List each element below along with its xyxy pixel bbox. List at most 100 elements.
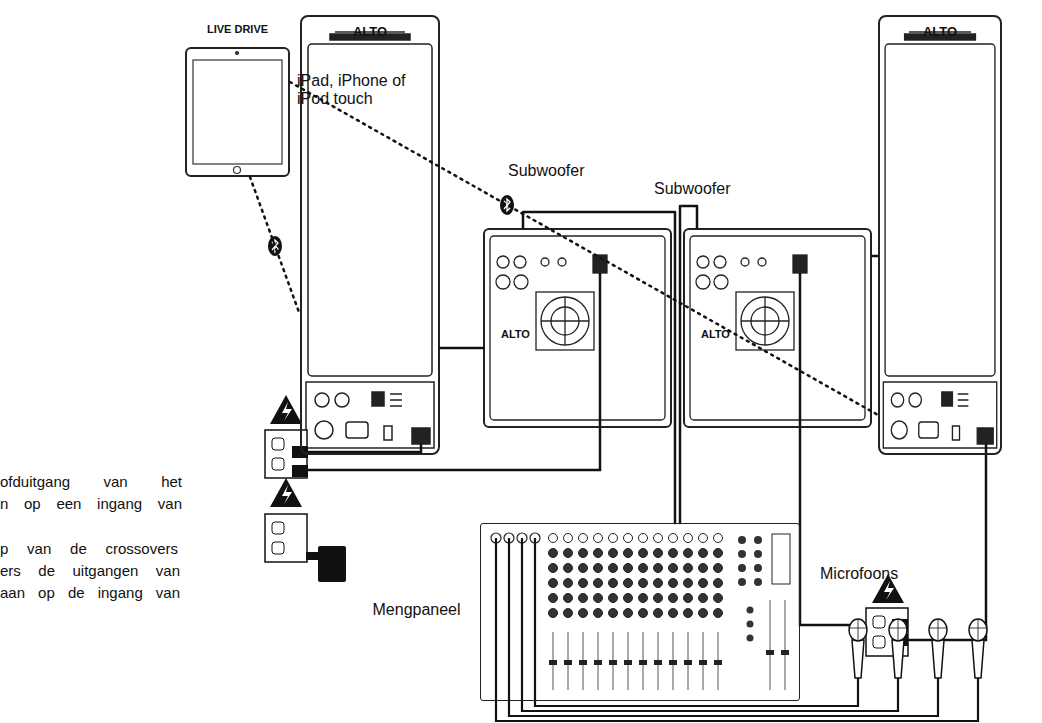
channel-knob — [669, 534, 678, 543]
bluetooth-symbol — [268, 236, 282, 256]
channel-knob — [579, 579, 588, 588]
channel-knob — [609, 594, 618, 603]
channel-knob — [624, 579, 633, 588]
led — [390, 399, 402, 401]
fader-cap — [654, 660, 662, 665]
channel-knob — [564, 534, 573, 543]
fan-grille — [536, 292, 594, 350]
fader-cap — [669, 660, 677, 665]
node-label: Mengpaneel — [373, 601, 461, 619]
logo-mark — [942, 392, 953, 406]
fader-cap — [549, 660, 557, 665]
speaker-grille — [885, 44, 995, 376]
mic-head — [849, 619, 867, 641]
fader-cap — [699, 660, 707, 665]
tablet-device: LIVE DRIVE — [185, 47, 290, 177]
socket — [873, 636, 885, 648]
channel-knob — [699, 609, 708, 618]
fan-ring — [741, 297, 789, 345]
mic-handle — [972, 640, 984, 678]
socket — [272, 438, 284, 450]
channel-knob — [699, 594, 708, 603]
channel-knob — [564, 579, 573, 588]
channel-knob — [549, 609, 558, 618]
channel-knob — [639, 579, 648, 588]
led — [958, 399, 969, 401]
channel-knob — [714, 564, 723, 573]
channel-knob — [624, 594, 633, 603]
knob — [514, 256, 526, 268]
channel-knob — [654, 594, 663, 603]
bluetooth-link — [290, 82, 878, 415]
bluetooth-badge — [268, 236, 282, 256]
fader-track — [770, 600, 771, 690]
mic-cable — [522, 538, 898, 711]
warning-triangle — [270, 478, 302, 507]
channel-knob — [669, 564, 678, 573]
led — [958, 393, 969, 395]
mic-head — [929, 619, 947, 641]
channel-knob — [564, 549, 573, 558]
channel-knob — [564, 564, 573, 573]
channel-knob — [669, 609, 678, 618]
fader-cap — [684, 660, 692, 665]
channel-knob — [684, 579, 693, 588]
channel-knob — [549, 549, 558, 558]
audio-cable — [872, 255, 878, 258]
power-switch — [952, 426, 959, 440]
node-sublabel: ALTO — [501, 328, 530, 341]
home-button — [234, 167, 241, 174]
fan-bar — [764, 297, 765, 345]
channel-knob — [594, 534, 603, 543]
led — [390, 405, 402, 407]
fader-track — [785, 600, 786, 690]
knob — [558, 258, 566, 266]
callout-label: ofduitgang van het — [0, 473, 182, 490]
plug — [292, 465, 308, 477]
channel-knob — [669, 594, 678, 603]
xlr-connector — [496, 275, 510, 289]
channel-knob — [699, 564, 708, 573]
channel-knob — [579, 609, 588, 618]
master-knob — [738, 564, 746, 572]
fan-ring — [541, 297, 589, 345]
audio-cable — [680, 206, 697, 523]
channel-knob — [624, 564, 633, 573]
mic-head — [889, 619, 907, 641]
power-cable — [908, 444, 986, 640]
lightning-bolt — [282, 485, 292, 504]
callout-label: Microfoons — [820, 565, 898, 583]
channel-knob — [549, 534, 558, 543]
socket — [873, 616, 885, 628]
power-inlet — [793, 255, 807, 273]
channel-knob — [639, 609, 648, 618]
channel-knob — [624, 609, 633, 618]
channel-knob — [699, 534, 708, 543]
channel-knob — [579, 534, 588, 543]
master-knob — [754, 564, 762, 572]
channel-knob — [714, 549, 723, 558]
audio-cable — [523, 212, 675, 523]
fader-cap — [781, 650, 789, 655]
fan-grille — [736, 292, 794, 350]
master-knob — [747, 607, 754, 614]
channel-knob — [594, 564, 603, 573]
channel-knob — [594, 594, 603, 603]
channel-knob — [684, 594, 693, 603]
mic-head — [969, 619, 987, 641]
subwoofer-cabinet: SubwooferALTO — [483, 228, 672, 428]
control-panel — [883, 382, 996, 448]
sub-panel — [490, 236, 665, 420]
power-cable — [800, 273, 908, 625]
channel-knob — [594, 549, 603, 558]
callout-label: iPad, iPhone of iPod touch — [297, 72, 409, 109]
channel-knob — [714, 594, 723, 603]
mic-handle — [852, 640, 864, 678]
mic-handle — [932, 640, 944, 678]
knob — [758, 258, 766, 266]
jack-input — [919, 422, 938, 438]
channel-knob — [669, 549, 678, 558]
